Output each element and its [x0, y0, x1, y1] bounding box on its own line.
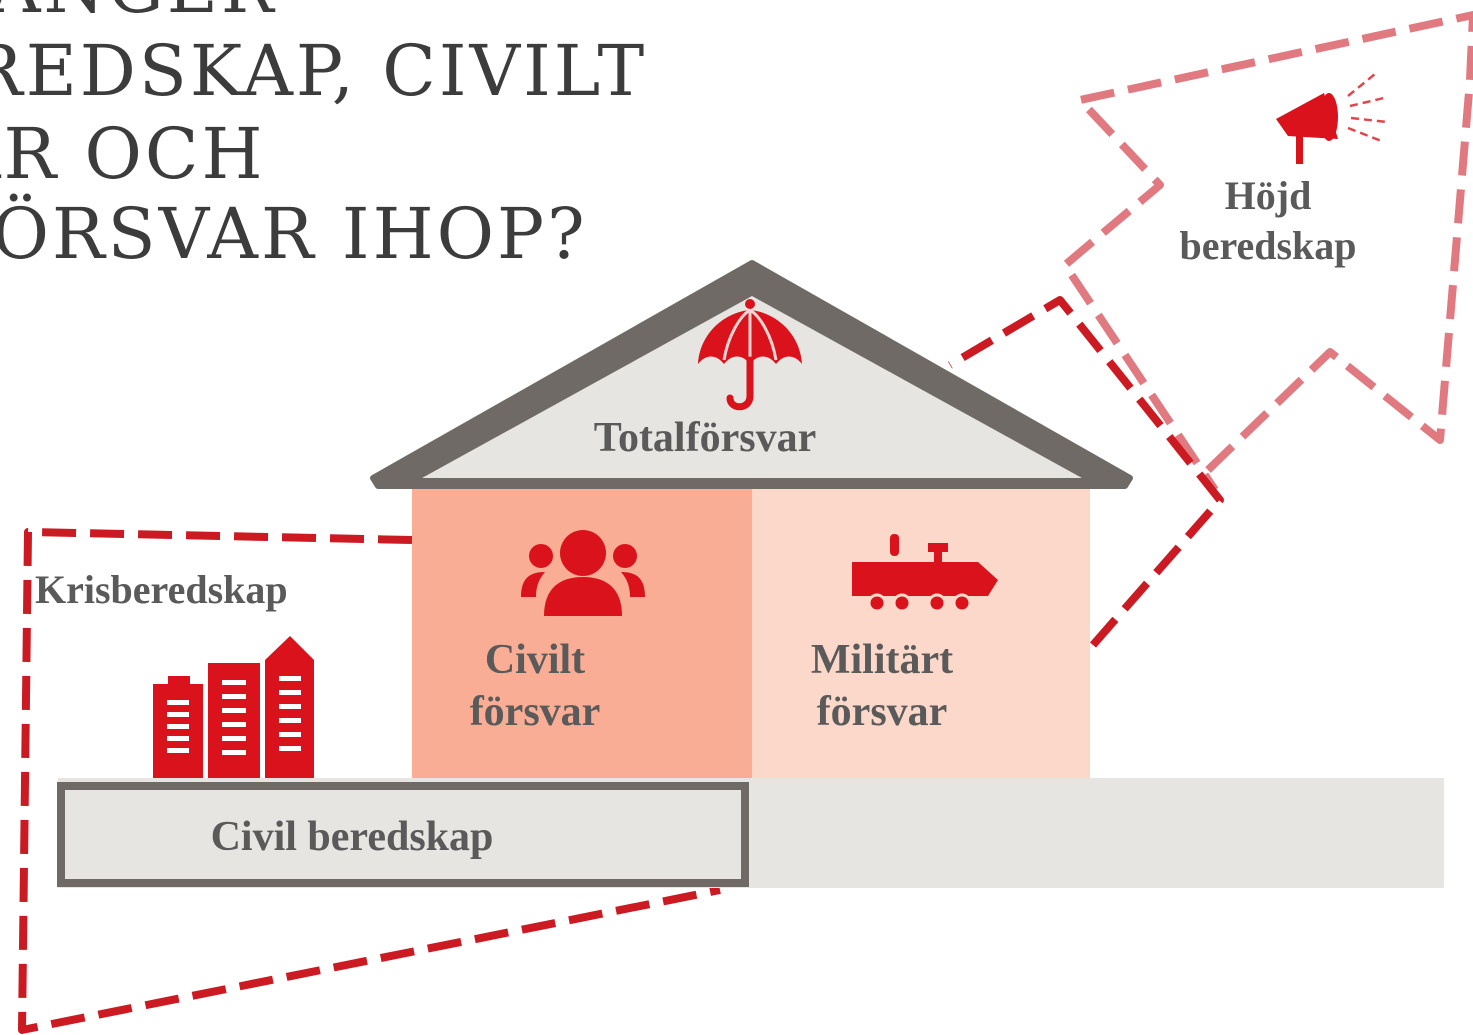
- city-buildings-icon: [153, 636, 314, 778]
- people-group-icon: [521, 530, 645, 616]
- civil-beredskap-label: Civil beredskap: [211, 814, 494, 860]
- umbrella-icon: [698, 299, 802, 411]
- militart-forsvar-box: [752, 486, 1090, 778]
- militart-label-line2: försvar: [817, 689, 948, 735]
- page-heading: ÄNGER REDSKAP, CIVILT AR OCH FÖRSVAR IHO…: [0, 0, 647, 275]
- totalforsvar-label: Totalförsvar: [594, 415, 816, 461]
- heading-line-2: REDSKAP, CIVILT: [0, 30, 647, 112]
- civilt-label-line2: försvar: [470, 689, 601, 735]
- militart-label-line1: Militärt: [811, 637, 953, 683]
- hojd-beredskap-arrow: [1061, 11, 1473, 493]
- hojd-label-line2: beredskap: [1179, 223, 1356, 268]
- heading-line-1: ÄNGER: [0, 0, 277, 29]
- krisberedskap-label: Krisberedskap: [35, 567, 288, 612]
- krisberedskap-arrow-upper: [947, 296, 1224, 648]
- megaphone-icon: [1276, 73, 1388, 164]
- hojd-label-line1: Höjd: [1225, 173, 1312, 218]
- armored-vehicle-icon: [852, 534, 998, 613]
- heading-line-4: FÖRSVAR IHOP?: [0, 193, 588, 275]
- civilt-label-line1: Civilt: [485, 637, 585, 683]
- krisberedskap-arrow: [18, 528, 721, 1034]
- heading-line-3: AR OCH: [0, 113, 266, 195]
- civil-beredskap-box: [57, 782, 749, 887]
